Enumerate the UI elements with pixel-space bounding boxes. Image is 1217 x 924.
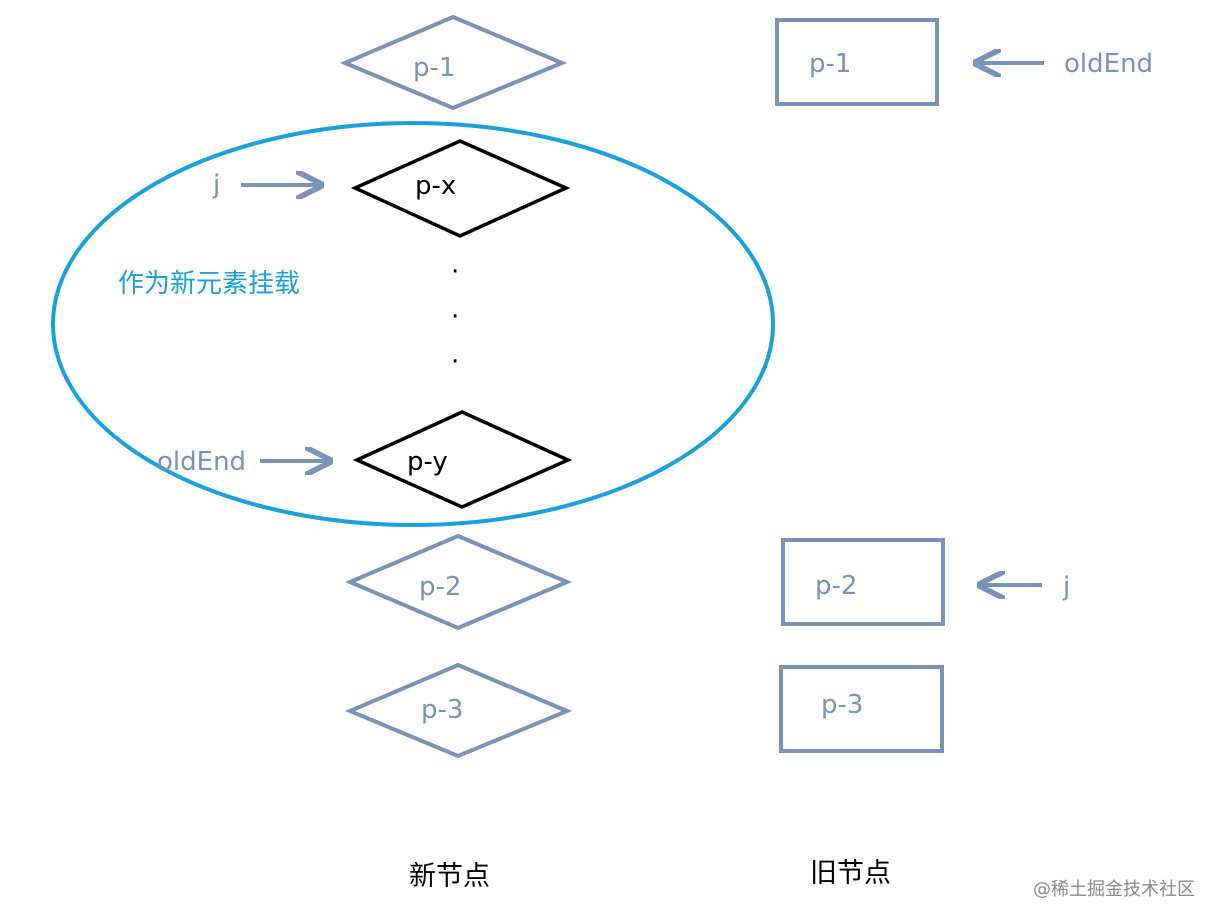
old-node-p2-label: p-2 (815, 571, 857, 601)
new-column-label: 新节点 (409, 861, 490, 892)
new-oldend-label: oldEnd (157, 447, 246, 477)
new-node-p2-diamond (344, 533, 573, 631)
new-node-px-diamond (350, 139, 571, 238)
new-node-p1-diamond (339, 14, 568, 111)
new-node-p1-label: p-1 (413, 53, 455, 83)
old-column-label: 旧节点 (810, 858, 891, 889)
old-node-p1: p-1 (775, 18, 939, 106)
mount-region-ellipse (51, 121, 775, 527)
old-node-p3: p-3 (779, 665, 944, 753)
new-node-py-diamond (352, 410, 573, 509)
mount-region-label: 作为新元素挂载 (118, 269, 300, 299)
new-j-label: j (212, 170, 220, 200)
ellipsis-dot-3: · (451, 347, 459, 377)
ellipsis-dot-2: · (451, 302, 459, 332)
new-node-p2-label: p-2 (419, 572, 461, 602)
new-node-p1: p-1 (339, 14, 568, 111)
new-node-p3-diamond (344, 662, 573, 759)
old-node-p2: p-2 (781, 538, 945, 626)
new-node-p3: p-3 (344, 662, 573, 759)
old-oldend-label: oldEnd (1064, 49, 1153, 79)
watermark-text: @稀土掘金技术社区 (1033, 879, 1195, 900)
new-node-p3-label: p-3 (421, 695, 463, 725)
new-node-py-label: p-y (407, 447, 448, 477)
new-node-px: p-x (350, 139, 571, 238)
old-node-p3-label: p-3 (821, 690, 863, 720)
ellipsis-dots: · · · (451, 257, 459, 377)
new-node-py: p-y (352, 410, 573, 509)
old-node-p2-box (781, 538, 945, 626)
old-node-p3-box (779, 665, 944, 753)
new-j-pointer: j (212, 170, 321, 200)
new-oldend-pointer: oldEnd (157, 447, 330, 477)
old-j-label: j (1062, 572, 1070, 602)
old-j-pointer: j (980, 572, 1070, 602)
old-node-p1-label: p-1 (809, 49, 851, 79)
ellipsis-dot-1: · (451, 257, 459, 287)
old-node-p1-box (775, 18, 939, 106)
old-oldend-pointer: oldEnd (976, 49, 1153, 79)
new-node-px-label: p-x (415, 171, 456, 201)
new-node-p2: p-2 (344, 533, 573, 631)
